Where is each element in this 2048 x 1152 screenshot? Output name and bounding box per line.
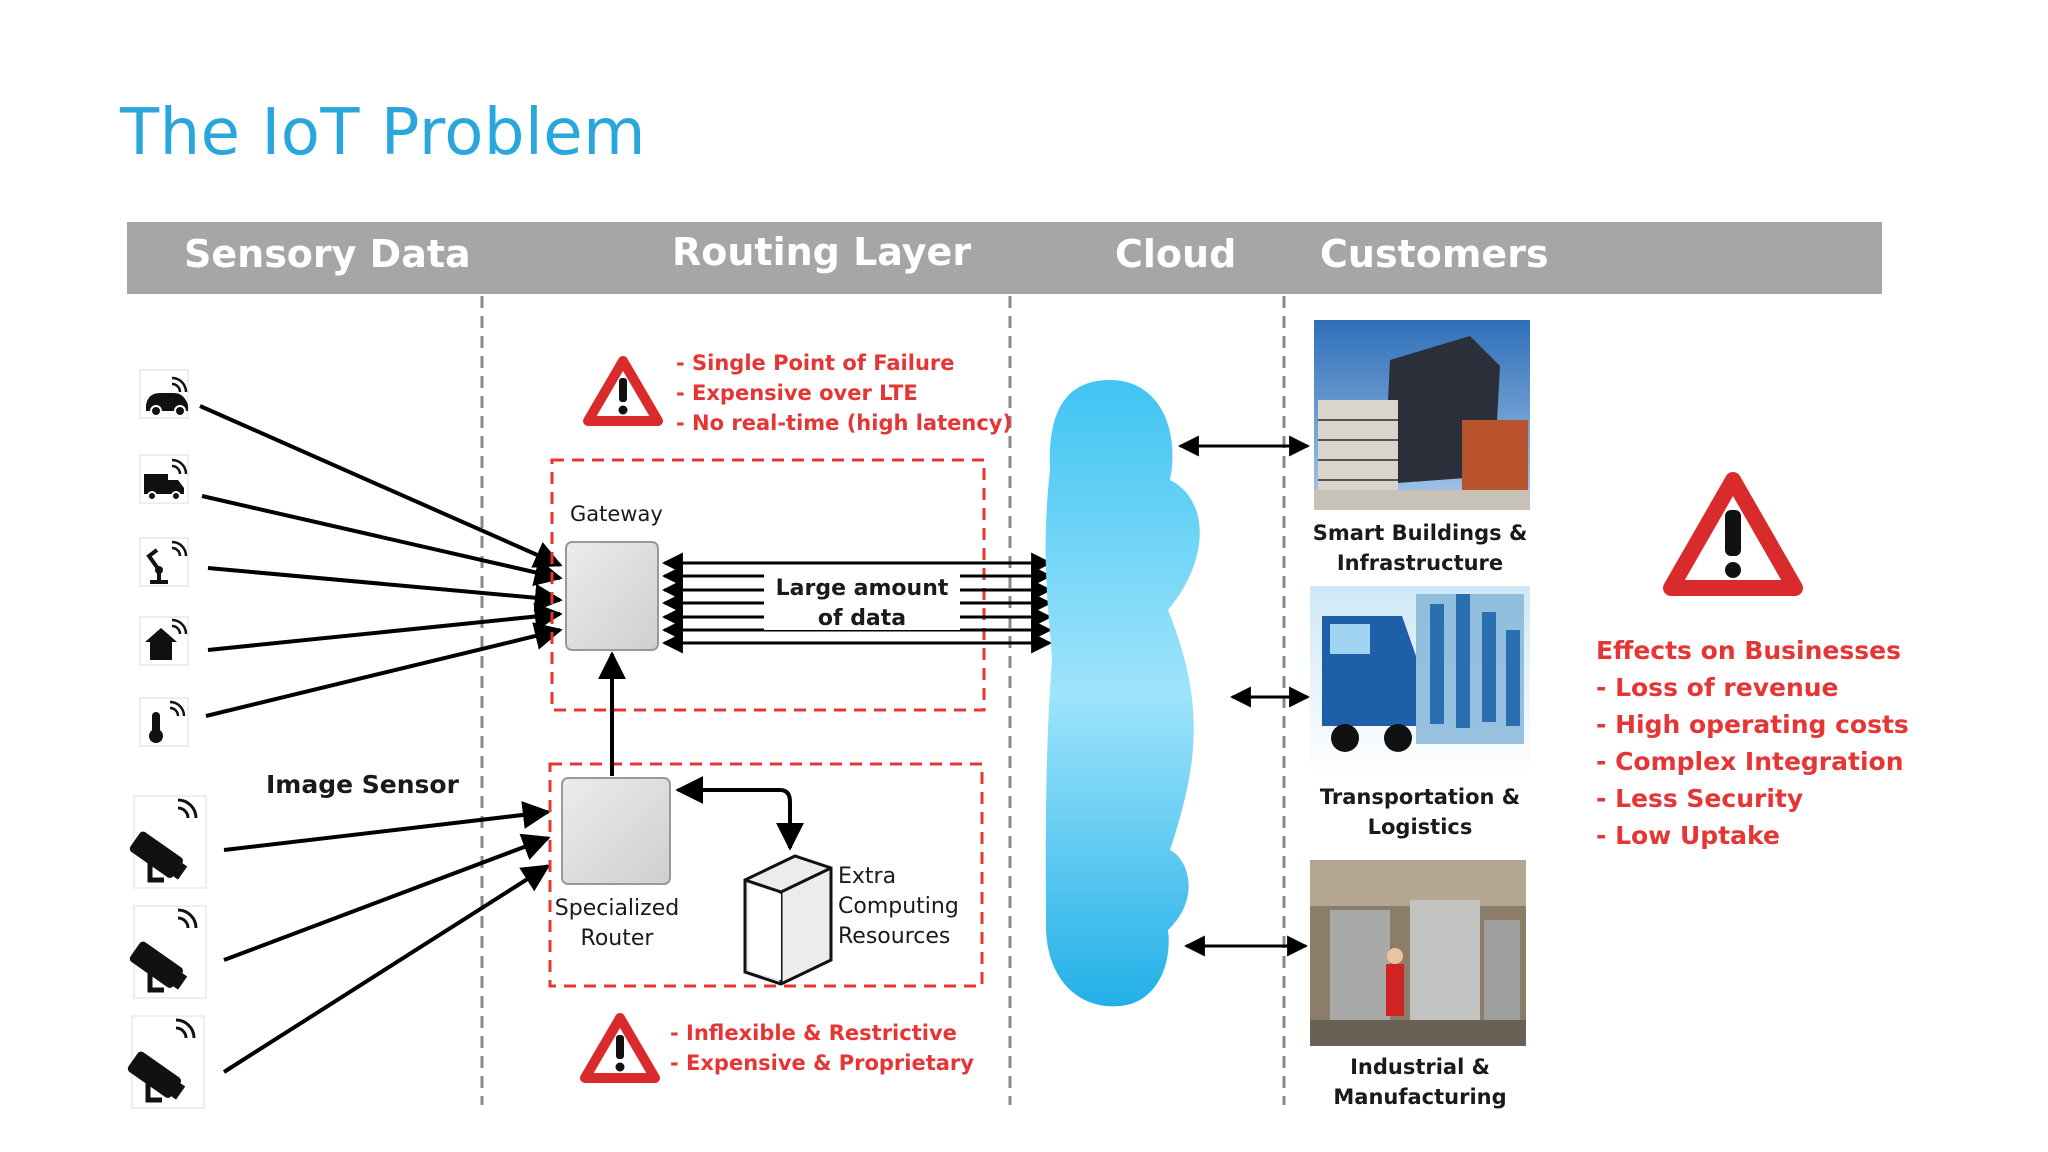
compute-label-line-1: Extra	[838, 864, 897, 889]
server-icon	[743, 854, 833, 986]
customer-smart-buildings-line-1: Smart Buildings &	[1312, 521, 1528, 545]
business-effect-3: - Complex Integration	[1596, 747, 1904, 776]
router-label-line-2: Router	[580, 926, 654, 951]
router-issue-2: - Expensive & Proprietary	[670, 1051, 974, 1075]
business-effect-5: - Low Uptake	[1596, 821, 1780, 850]
router-to-compute-arrow	[675, 776, 804, 851]
data-label-background	[764, 572, 960, 630]
header-customers: Customers	[1320, 232, 1549, 276]
warning-icon-gateway	[583, 356, 663, 426]
data-volume-line-2: of data	[817, 606, 907, 631]
customer-industrial-line-2: Manufacturing	[1333, 1085, 1507, 1109]
camera-sensor-icon-3	[127, 1015, 205, 1109]
transportation-image	[1310, 586, 1530, 776]
home-sensor-icon	[139, 616, 189, 666]
customer-transportation-line-2: Logistics	[1367, 815, 1473, 839]
cloud-shape	[1045, 380, 1200, 1007]
thermometer-sensor-icon	[139, 697, 189, 747]
router-device	[561, 777, 671, 885]
business-effects: Effects on Businesses - Loss of revenue …	[1596, 632, 1909, 854]
arrow-camera-2	[223, 833, 551, 962]
arrow-car	[199, 404, 563, 568]
router-issue-1: - Inflexible & Restrictive	[670, 1021, 957, 1045]
data-volume-line-1: Large amount	[775, 576, 949, 601]
cloud-to-customer-arrows	[1177, 435, 1311, 957]
car-sensor-icon	[139, 369, 189, 419]
arrow-camera-1	[223, 801, 551, 852]
gateway-issue-1: - Single Point of Failure	[676, 351, 955, 375]
gateway-device	[565, 541, 659, 651]
business-effect-4: - Less Security	[1596, 784, 1804, 813]
warning-icon-business	[1663, 472, 1803, 596]
truck-sensor-icon	[139, 454, 189, 504]
customer-industrial-line-1: Industrial &	[1350, 1055, 1490, 1079]
business-effect-2: - High operating costs	[1596, 710, 1909, 739]
header-cloud: Cloud	[1115, 232, 1237, 276]
sensor-to-gateway-arrows	[199, 404, 563, 718]
customer-smart-buildings: Smart Buildings & Infrastructure	[1300, 518, 1540, 578]
arrow-truck	[201, 494, 563, 587]
image-sensor-label: Image Sensor	[266, 770, 459, 799]
arrow-robot	[207, 566, 563, 612]
camera-sensor-icon-1	[129, 795, 207, 889]
header-routing-layer: Routing Layer	[672, 230, 972, 274]
business-effects-heading: Effects on Businesses	[1596, 636, 1901, 665]
industrial-image	[1310, 860, 1526, 1046]
customer-smart-buildings-line-2: Infrastructure	[1336, 551, 1504, 575]
gateway-label: Gateway	[570, 502, 663, 526]
router-label-line-1: Specialized	[554, 896, 680, 921]
customer-industrial: Industrial & Manufacturing	[1300, 1052, 1540, 1112]
robot-arm-sensor-icon	[139, 537, 189, 587]
compute-label-line-2: Computing	[838, 894, 959, 919]
router-label: Specialized Router	[552, 894, 682, 954]
arrow-home	[207, 602, 563, 652]
smart-buildings-image	[1314, 320, 1530, 510]
header-sensory-data: Sensory Data	[184, 232, 471, 276]
arrow-camera-3	[222, 864, 551, 1074]
slide-title: The IoT Problem	[120, 96, 646, 170]
router-issues: - Inflexible & Restrictive - Expensive &…	[670, 1018, 974, 1078]
customer-transportation: Transportation & Logistics	[1300, 782, 1540, 842]
gateway-issue-3: - No real-time (high latency)	[676, 411, 1013, 435]
camera-sensor-icon-2	[129, 905, 207, 999]
compute-label: Extra Computing Resources	[838, 862, 959, 952]
arrow-thermometer	[205, 622, 563, 718]
compute-label-line-3: Resources	[838, 924, 951, 949]
customer-transportation-line-1: Transportation &	[1319, 785, 1521, 809]
gateway-issues: - Single Point of Failure - Expensive ov…	[676, 348, 1012, 438]
router-group	[548, 762, 984, 988]
camera-to-router-arrows	[222, 801, 551, 1074]
warning-icon-router	[580, 1013, 660, 1083]
business-effect-1: - Loss of revenue	[1596, 673, 1839, 702]
column-header-band	[127, 222, 1882, 294]
gateway-issue-2: - Expensive over LTE	[676, 381, 918, 405]
data-volume-label: Large amount of data	[764, 574, 960, 634]
